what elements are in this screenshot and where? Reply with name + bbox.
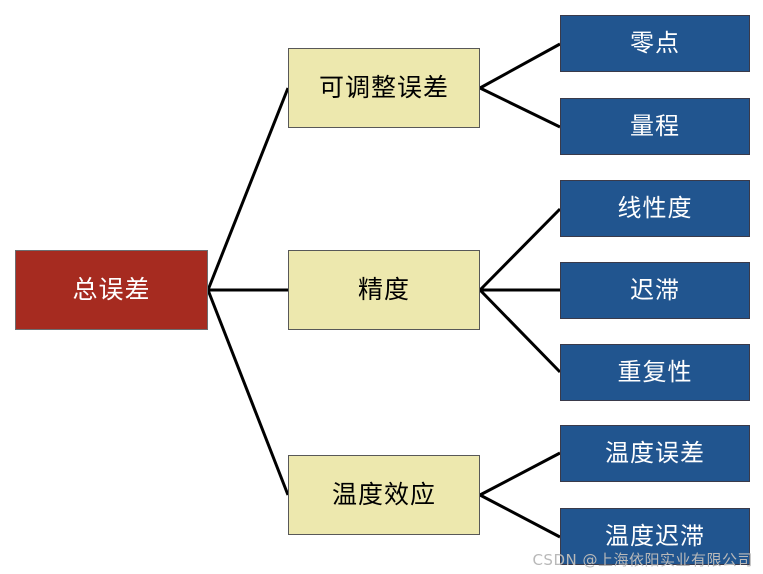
edge-adjustable-to-span [479,86,561,129]
node-leaf-repeatability[interactable]: 重复性 [560,344,750,401]
node-leaf-linearity-label: 线性度 [617,194,693,223]
node-leaf-span-label: 量程 [630,112,680,141]
node-leaf-linearity[interactable]: 线性度 [560,180,750,237]
edge-temperature-to-temp-error [479,451,561,497]
node-leaf-zero-label: 零点 [630,29,680,58]
edge-root-to-temperature [206,289,290,496]
node-leaf-temp-hyst-label: 温度迟滞 [605,522,705,551]
node-branch-temperature-label: 温度效应 [331,480,436,510]
node-root-total-error-label: 总误差 [72,275,151,305]
edge-root-to-adjustable [206,87,290,291]
edge-accuracy-to-linearity [478,207,562,292]
node-branch-accuracy[interactable]: 精度 [288,250,480,330]
node-branch-adjustable-label: 可调整误差 [318,73,449,103]
node-leaf-temp-error-label: 温度误差 [605,439,705,468]
edge-temperature-to-temp-hyst [479,493,561,539]
watermark-text: CSDN @上海依阳实业有限公司 [532,551,753,569]
node-leaf-zero[interactable]: 零点 [560,15,750,72]
edge-accuracy-to-repeatability [478,288,562,374]
node-leaf-temp-error[interactable]: 温度误差 [560,425,750,482]
node-branch-accuracy-label: 精度 [357,275,410,305]
node-leaf-hysteresis-label: 迟滞 [630,276,680,305]
node-root-total-error[interactable]: 总误差 [15,250,208,330]
node-branch-adjustable[interactable]: 可调整误差 [288,48,480,128]
node-branch-temperature[interactable]: 温度效应 [288,455,480,535]
node-leaf-span[interactable]: 量程 [560,98,750,155]
node-leaf-temp-hyst[interactable]: 温度迟滞 [560,508,750,565]
edge-adjustable-to-zero [479,42,561,90]
node-leaf-repeatability-label: 重复性 [617,358,693,387]
node-leaf-hysteresis[interactable]: 迟滞 [560,262,750,319]
